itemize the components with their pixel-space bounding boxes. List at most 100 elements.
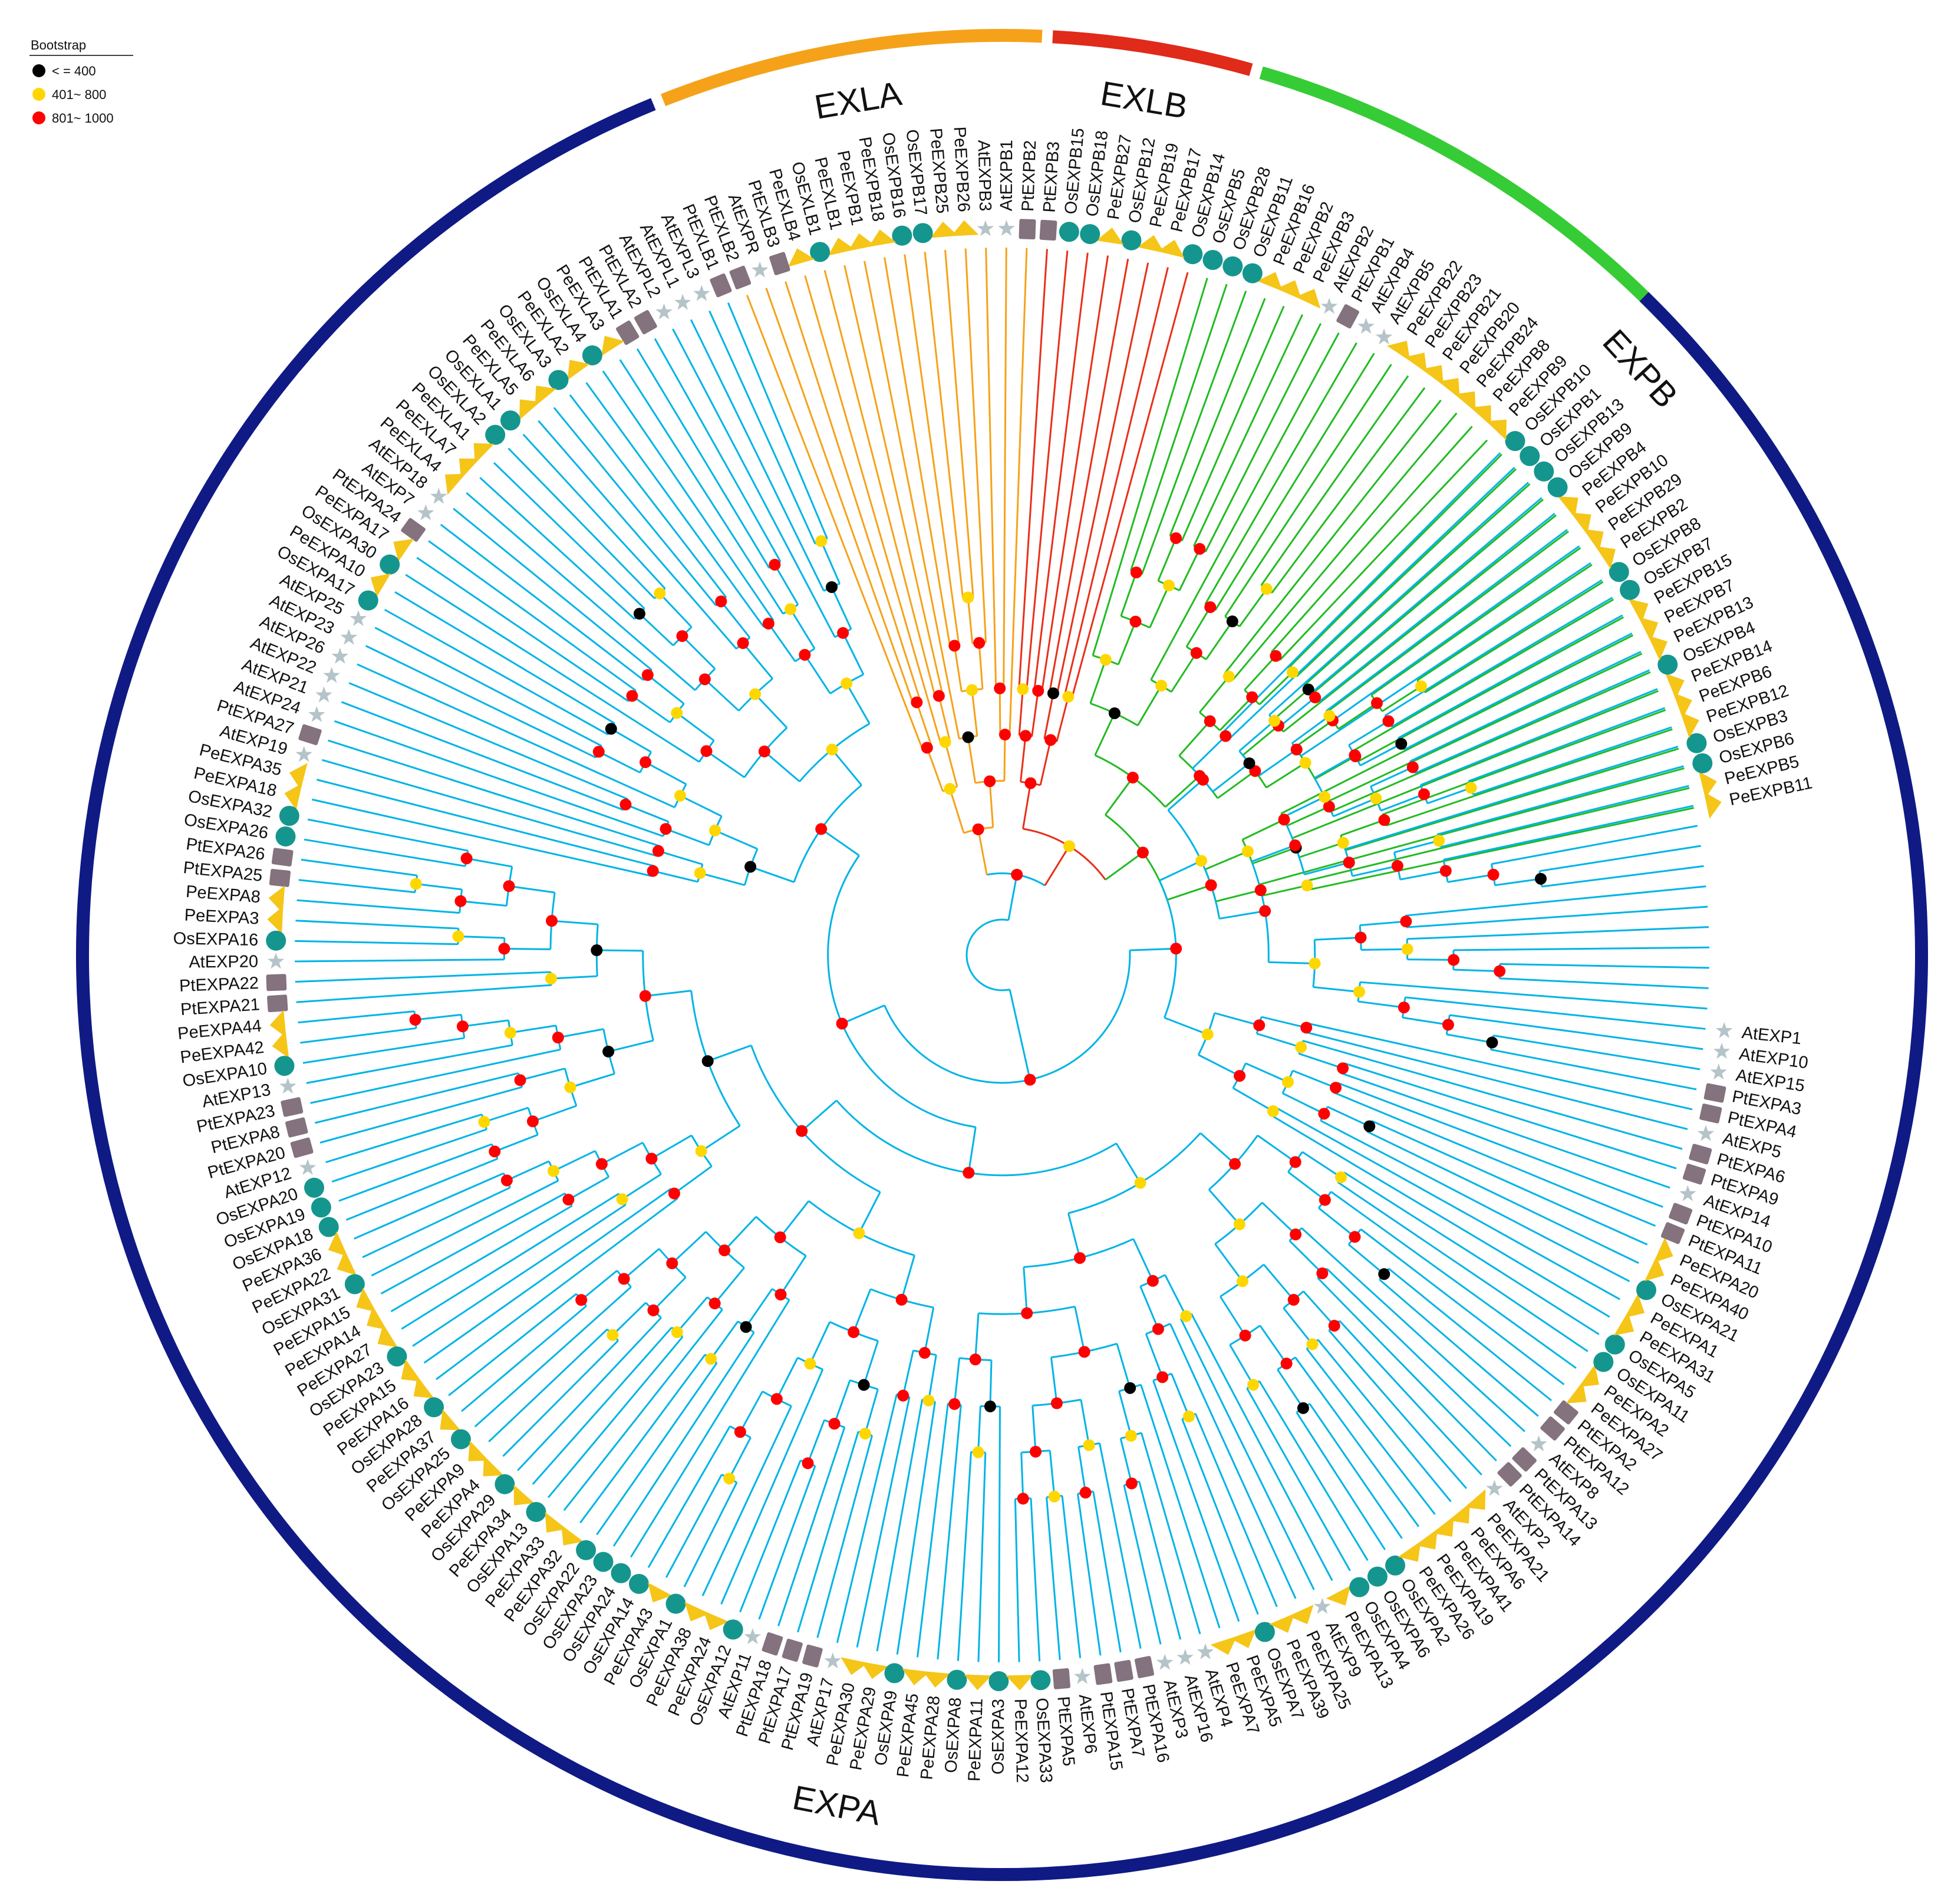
branch-radial bbox=[374, 627, 602, 747]
star-icon bbox=[1713, 1043, 1731, 1059]
branch-radial bbox=[1301, 1227, 1525, 1432]
branch-radial bbox=[506, 1160, 549, 1181]
branch-radial bbox=[774, 564, 799, 605]
bootstrap-node-marker bbox=[918, 1347, 931, 1359]
bootstrap-node-marker bbox=[660, 823, 672, 835]
star-icon bbox=[279, 1078, 296, 1094]
branch-radial bbox=[295, 958, 505, 963]
branch-radial bbox=[953, 1358, 961, 1405]
branch-radial bbox=[1129, 947, 1176, 951]
branch-radial bbox=[1238, 720, 1276, 752]
bootstrap-node-marker bbox=[922, 1394, 935, 1406]
bootstrap-node-marker bbox=[1391, 859, 1403, 872]
triangle-icon bbox=[519, 399, 541, 420]
bootstrap-node-marker bbox=[1129, 615, 1142, 628]
branch-radial bbox=[1049, 1450, 1056, 1497]
branch-radial bbox=[348, 682, 628, 801]
triangle-icon bbox=[1644, 1256, 1665, 1282]
branch-radial bbox=[1224, 399, 1442, 674]
bootstrap-node-marker bbox=[1239, 1329, 1251, 1342]
branch-radial bbox=[856, 1396, 911, 1648]
bootstrap-node-marker bbox=[1302, 683, 1314, 696]
branch-radial bbox=[1420, 688, 1658, 786]
triangle-icon bbox=[1404, 353, 1427, 373]
circle-icon bbox=[526, 1501, 546, 1522]
bootstrap-node-marker bbox=[1241, 845, 1254, 858]
branch-radial bbox=[1136, 685, 1162, 726]
branch-radial bbox=[306, 1044, 513, 1084]
branch-radial bbox=[728, 1437, 752, 1479]
branch-radial bbox=[1119, 1438, 1133, 1484]
bootstrap-node-marker bbox=[769, 558, 781, 571]
branch-radial bbox=[1344, 1062, 1677, 1170]
square-icon bbox=[1114, 1659, 1133, 1682]
branch-radial bbox=[1242, 819, 1285, 841]
bootstrap-node-marker bbox=[715, 595, 727, 608]
triangle-icon bbox=[1295, 289, 1321, 309]
branch-radial bbox=[416, 882, 462, 891]
star-icon bbox=[331, 647, 349, 664]
branch-radial bbox=[1393, 839, 1439, 854]
branch-radial bbox=[842, 633, 865, 675]
triangle-icon bbox=[483, 1455, 504, 1477]
bootstrap-node-marker bbox=[1254, 884, 1267, 897]
branch-radial bbox=[1371, 1120, 1648, 1246]
branch-radial bbox=[1259, 1325, 1287, 1365]
branch-radial bbox=[423, 1188, 672, 1364]
circle-icon bbox=[1222, 256, 1243, 276]
branch-radial bbox=[314, 1072, 519, 1124]
circle-icon bbox=[1059, 222, 1079, 242]
bootstrap-node-marker bbox=[641, 669, 654, 681]
branch-radial bbox=[1339, 1320, 1482, 1475]
circle-icon bbox=[1593, 1352, 1614, 1372]
branch-radial bbox=[977, 829, 988, 875]
square-icon bbox=[285, 1117, 308, 1138]
bootstrap-node-marker bbox=[858, 1379, 870, 1391]
branch-radial bbox=[1279, 439, 1488, 661]
bootstrap-node-marker bbox=[984, 1400, 996, 1412]
bootstrap-node-marker bbox=[626, 690, 638, 702]
bootstrap-node-marker bbox=[962, 731, 974, 743]
branch-radial bbox=[1361, 948, 1408, 951]
bootstrap-node-marker bbox=[1335, 1171, 1347, 1184]
clade-arc-exla bbox=[661, 29, 1043, 107]
branch-radial bbox=[1056, 696, 1069, 742]
bootstrap-node-marker bbox=[775, 1289, 787, 1301]
star-icon bbox=[1314, 1597, 1331, 1614]
branch-radial bbox=[1115, 1142, 1141, 1184]
bootstrap-node-marker bbox=[1370, 697, 1383, 709]
branch-radial bbox=[1294, 1356, 1420, 1527]
square-icon bbox=[401, 518, 426, 542]
legend-title: Bootstrap bbox=[31, 38, 86, 52]
branch-radial bbox=[1300, 562, 1591, 757]
branch-radial bbox=[1337, 1181, 1589, 1352]
leaf-label: PtEXPB3 bbox=[1040, 141, 1063, 213]
circle-icon bbox=[1202, 250, 1223, 271]
branch-radial bbox=[876, 1399, 924, 1652]
triangle-icon bbox=[1276, 280, 1302, 300]
bootstrap-node-marker bbox=[668, 1187, 680, 1200]
bootstrap-node-marker bbox=[705, 1353, 717, 1365]
branch-radial bbox=[1221, 452, 1501, 734]
triangle-icon bbox=[1464, 1489, 1486, 1510]
branch-radial bbox=[1348, 720, 1389, 746]
bootstrap-node-marker bbox=[591, 944, 603, 957]
bootstrap-node-marker bbox=[1019, 730, 1031, 742]
bootstrap-node-marker bbox=[804, 1358, 816, 1370]
branch-radial bbox=[1326, 1268, 1512, 1447]
branch-radial bbox=[479, 477, 635, 620]
branch-radial bbox=[507, 447, 655, 599]
branch-radial bbox=[1261, 1201, 1297, 1236]
square-icon bbox=[1669, 1203, 1693, 1225]
branch-radial bbox=[809, 1321, 831, 1365]
square-icon bbox=[762, 1632, 783, 1656]
triangle-icon bbox=[1137, 235, 1165, 253]
bootstrap-node-marker bbox=[1170, 532, 1182, 544]
square-icon bbox=[271, 848, 294, 867]
circle-icon bbox=[1385, 1555, 1406, 1576]
bootstrap-node-marker bbox=[972, 1446, 984, 1458]
star-icon bbox=[295, 746, 312, 762]
bootstrap-node-marker bbox=[1486, 1036, 1498, 1049]
bootstrap-node-marker bbox=[410, 878, 422, 890]
